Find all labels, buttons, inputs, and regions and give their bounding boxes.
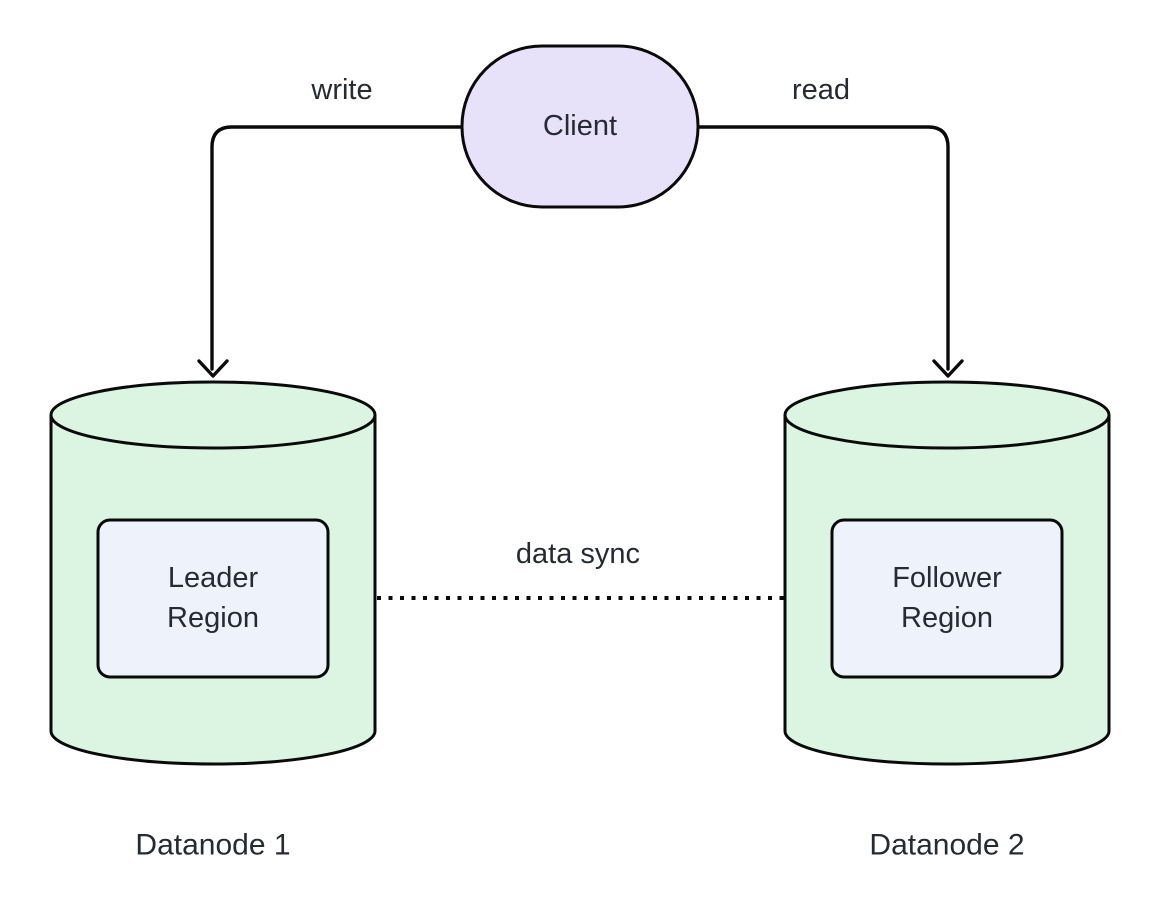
write-edge-label: write: [311, 74, 373, 107]
client-node-label: Client: [542, 110, 618, 143]
write-arrowhead-icon: [197, 359, 229, 378]
leader-region-label-line2: Region: [167, 602, 259, 634]
leader-region-label: Leader Region: [167, 558, 259, 638]
datanode1-cylinder-rim: [49, 414, 377, 450]
follower-region-label-line2: Region: [901, 602, 993, 634]
read-edge-line: [696, 125, 950, 371]
datanode1-title: Datanode 1: [135, 828, 291, 862]
datanode2-cylinder-rim: [783, 414, 1111, 450]
read-edge-label: read: [791, 74, 851, 107]
write-edge-line: [210, 125, 464, 371]
follower-region-label-line1: Follower: [892, 562, 1002, 594]
datanode2-title: Datanode 2: [869, 828, 1025, 862]
sync-edge-label: data sync: [515, 538, 641, 571]
follower-region-label: Follower Region: [892, 558, 1002, 638]
leader-region-shape: [96, 518, 330, 679]
leader-region-label-line1: Leader: [167, 562, 259, 594]
client-node-shape: [460, 44, 700, 209]
follower-region-shape: [830, 518, 1064, 679]
read-arrowhead-icon: [932, 359, 964, 378]
